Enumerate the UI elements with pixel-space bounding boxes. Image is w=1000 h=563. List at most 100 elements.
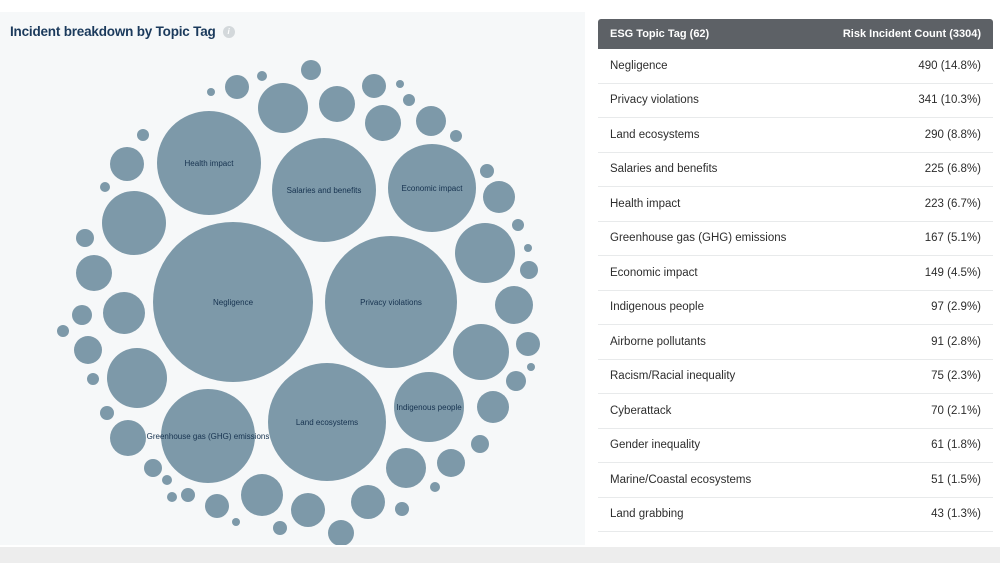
bubble-economic-impact[interactable] <box>388 144 476 232</box>
bubble-unlabeled[interactable] <box>495 286 533 324</box>
bubble-unlabeled[interactable] <box>110 147 144 181</box>
incident-count-value: 225 (6.8%) <box>924 163 981 176</box>
bubble-unlabeled[interactable] <box>107 348 167 408</box>
bubble-unlabeled[interactable] <box>471 435 489 453</box>
bubble-unlabeled[interactable] <box>365 105 401 141</box>
bubble-unlabeled[interactable] <box>100 182 110 192</box>
bubble-unlabeled[interactable] <box>76 229 94 247</box>
topic-tag-label: Indigenous people <box>610 301 704 314</box>
bubble-unlabeled[interactable] <box>527 363 535 371</box>
bubble-unlabeled[interactable] <box>450 130 462 142</box>
topic-tag-label: Racism/Racial inequality <box>610 370 736 383</box>
table-row-racism-racial-inequality[interactable]: Racism/Racial inequality 75 (2.3%) <box>598 359 993 394</box>
chart-title-row: Incident breakdown by Topic Tag i <box>10 24 235 39</box>
bubble-unlabeled[interactable] <box>241 474 283 516</box>
bubble-unlabeled[interactable] <box>430 482 440 492</box>
page-bottom-strip <box>0 547 1000 563</box>
bubble-unlabeled[interactable] <box>328 520 354 545</box>
topic-tag-label: Salaries and benefits <box>610 163 718 176</box>
bubble-unlabeled[interactable] <box>225 75 249 99</box>
bubble-unlabeled[interactable] <box>87 373 99 385</box>
bubble-unlabeled[interactable] <box>102 191 166 255</box>
bubble-unlabeled[interactable] <box>76 255 112 291</box>
bubble-unlabeled[interactable] <box>455 223 515 283</box>
bubble-unlabeled[interactable] <box>453 324 509 380</box>
topic-tag-label: Health impact <box>610 197 681 210</box>
incident-count-value: 490 (14.8%) <box>918 59 981 72</box>
bubble-greenhouse-gas-ghg-emissions[interactable] <box>161 389 255 483</box>
bubble-unlabeled[interactable] <box>386 448 426 488</box>
bubble-unlabeled[interactable] <box>483 181 515 213</box>
bubble-unlabeled[interactable] <box>480 164 494 178</box>
bubble-unlabeled[interactable] <box>416 106 446 136</box>
topic-tag-label: Economic impact <box>610 266 698 279</box>
bubble-unlabeled[interactable] <box>205 494 229 518</box>
table-row-land-grabbing[interactable]: Land grabbing 43 (1.3%) <box>598 497 993 532</box>
bubble-unlabeled[interactable] <box>520 261 538 279</box>
bubble-unlabeled[interactable] <box>162 475 172 485</box>
incident-count-value: 341 (10.3%) <box>918 94 981 107</box>
table-row-salaries-and-benefits[interactable]: Salaries and benefits 225 (6.8%) <box>598 152 993 187</box>
bubble-unlabeled[interactable] <box>74 336 102 364</box>
bubble-unlabeled[interactable] <box>273 521 287 535</box>
bubble-unlabeled[interactable] <box>103 292 145 334</box>
bubble-unlabeled[interactable] <box>291 493 325 527</box>
bubble-unlabeled[interactable] <box>524 244 532 252</box>
bubble-unlabeled[interactable] <box>137 129 149 141</box>
incident-count-value: 43 (1.3%) <box>931 508 981 521</box>
bubble-unlabeled[interactable] <box>506 371 526 391</box>
bubble-unlabeled[interactable] <box>72 305 92 325</box>
bubble-negligence[interactable] <box>153 222 313 382</box>
incident-count-value: 97 (2.9%) <box>931 301 981 314</box>
bubble-unlabeled[interactable] <box>110 420 146 456</box>
bubble-unlabeled[interactable] <box>362 74 386 98</box>
bubble-unlabeled[interactable] <box>319 86 355 122</box>
bubble-unlabeled[interactable] <box>403 94 415 106</box>
bubble-unlabeled[interactable] <box>477 391 509 423</box>
topic-tag-label: Airborne pollutants <box>610 335 706 348</box>
bubble-unlabeled[interactable] <box>167 492 177 502</box>
bubble-unlabeled[interactable] <box>181 488 195 502</box>
bubble-unlabeled[interactable] <box>207 88 215 96</box>
bubble-unlabeled[interactable] <box>395 502 409 516</box>
bubble-unlabeled[interactable] <box>512 219 524 231</box>
bubble-unlabeled[interactable] <box>258 83 308 133</box>
incident-count-value: 51 (1.5%) <box>931 473 981 486</box>
bubble-unlabeled[interactable] <box>437 449 465 477</box>
bubble-privacy-violations[interactable] <box>325 236 457 368</box>
topic-tag-label: Land ecosystems <box>610 128 700 141</box>
topic-tag-label: Cyberattack <box>610 404 672 417</box>
bubble-unlabeled[interactable] <box>257 71 267 81</box>
bubble-indigenous-people[interactable] <box>394 372 464 442</box>
incident-count-value: 75 (2.3%) <box>931 370 981 383</box>
table-row-indigenous-people[interactable]: Indigenous people 97 (2.9%) <box>598 290 993 325</box>
bubble-unlabeled[interactable] <box>100 406 114 420</box>
bubble-salaries-and-benefits[interactable] <box>272 138 376 242</box>
info-icon[interactable]: i <box>222 25 235 38</box>
bubble-health-impact[interactable] <box>157 111 261 215</box>
incident-count-value: 61 (1.8%) <box>931 439 981 452</box>
bubble-unlabeled[interactable] <box>351 485 385 519</box>
bubble-land-ecosystems[interactable] <box>268 363 386 481</box>
bubble-unlabeled[interactable] <box>232 518 240 526</box>
topic-tag-label: Land grabbing <box>610 508 684 521</box>
topic-tag-table: ESG Topic Tag (62) Risk Incident Count (… <box>598 19 993 532</box>
bubble-unlabeled[interactable] <box>144 459 162 477</box>
bubble-unlabeled[interactable] <box>396 80 404 88</box>
bubble-unlabeled[interactable] <box>57 325 69 337</box>
bubble-unlabeled[interactable] <box>516 332 540 356</box>
bubble-unlabeled[interactable] <box>301 60 321 80</box>
